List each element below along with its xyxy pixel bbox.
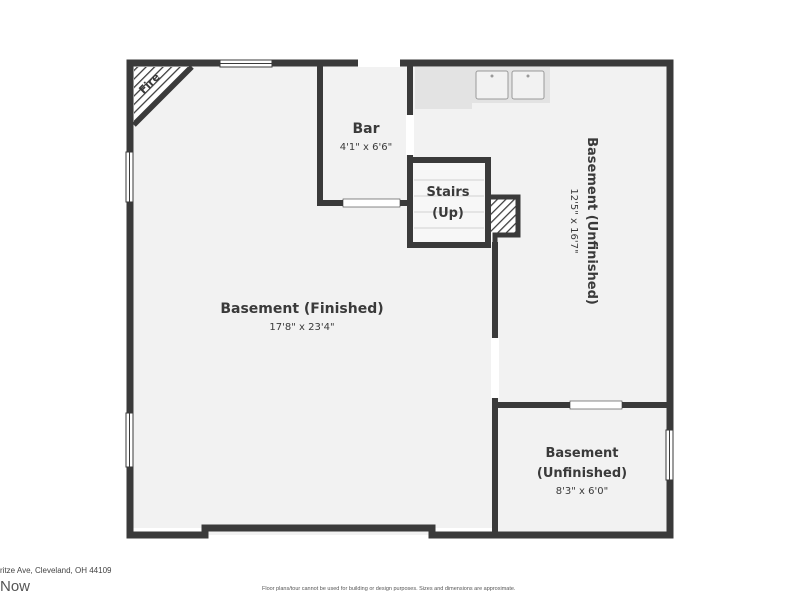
fireplace-edge bbox=[132, 65, 194, 127]
stairs-label-line1: Stairs bbox=[427, 185, 470, 200]
basement-unfinished-small-dims: 8'3" x 6'0" bbox=[556, 486, 608, 497]
faucet-left bbox=[490, 74, 494, 78]
bar-label: Bar bbox=[352, 121, 379, 137]
floor-fills bbox=[130, 63, 670, 535]
faucet-right bbox=[526, 74, 530, 78]
bar-floor bbox=[320, 63, 410, 203]
footer-brand: Now bbox=[0, 578, 31, 595]
basement-unfinished-small-floor bbox=[495, 405, 670, 535]
chimney-wall bbox=[485, 194, 521, 248]
openings bbox=[125, 59, 674, 481]
counter bbox=[415, 67, 472, 109]
exterior-wall bbox=[126, 59, 674, 539]
footer-address: ritze Ave, Cleveland, OH 44109 bbox=[0, 566, 112, 575]
bar-bottom-opening bbox=[342, 198, 401, 208]
basement-finished-label: Basement (Finished) bbox=[220, 301, 383, 317]
divider-opening bbox=[491, 338, 499, 398]
basement-unfinished-small-label-line1: Basement bbox=[545, 446, 618, 461]
basement-unfinished-large-dims: 12'5" x 16'7" bbox=[568, 188, 579, 253]
footer-disclaimer: Floor plans/tour cannot be used for buil… bbox=[262, 586, 516, 592]
sink-basin-right bbox=[511, 70, 545, 100]
bar-right-opening bbox=[406, 115, 414, 155]
basement-unfinished-large-floor bbox=[410, 63, 670, 405]
stair-treads bbox=[414, 179, 484, 229]
basement-unfinished-large-label: Basement (Unfinished) bbox=[584, 137, 599, 305]
stairs-label-line2: (Up) bbox=[432, 206, 464, 221]
small-room-top-opening bbox=[569, 400, 623, 410]
sink-basin-left bbox=[475, 70, 509, 100]
basement-unfinished-small-label-line2: (Unfinished) bbox=[537, 466, 627, 481]
chimney bbox=[490, 199, 516, 233]
stairs-floor bbox=[410, 160, 488, 245]
basement-finished-dims: 17'8" x 23'4" bbox=[269, 322, 334, 333]
bar-top-opening bbox=[358, 59, 400, 67]
kitchen-counter bbox=[415, 67, 550, 109]
basement-finished-floor bbox=[130, 63, 495, 535]
bar-dims: 4'1" x 6'6" bbox=[340, 142, 392, 153]
stairs-wall bbox=[407, 157, 491, 248]
